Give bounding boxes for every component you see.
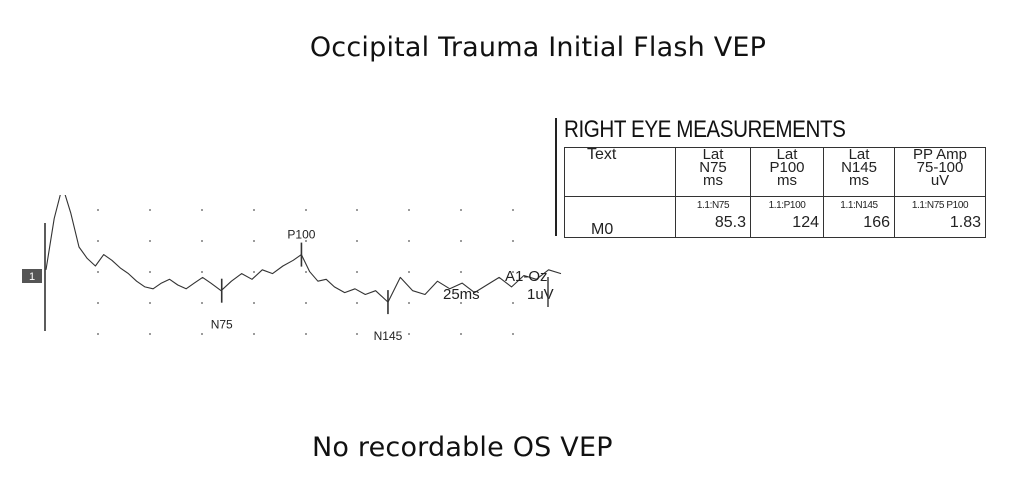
grid-dot	[149, 271, 151, 273]
header-lat-p100: Lat P100 ms	[750, 146, 824, 197]
grid-dot	[97, 302, 99, 304]
grid-dot	[408, 209, 410, 211]
cell-sublabel: 1.1:N145	[840, 200, 878, 211]
header-line: Lat	[776, 146, 798, 163]
grid-dot	[512, 209, 514, 211]
time-scale-label: 25ms	[443, 286, 480, 303]
grid-dot	[408, 271, 410, 273]
header-text: Text	[564, 146, 676, 197]
figure-title: Occipital Trauma Initial Flash VEP	[309, 32, 767, 63]
cell-value: 166	[863, 214, 890, 231]
grid-dot	[460, 209, 462, 211]
header-line: ms	[849, 172, 869, 189]
header-line: PP Amp	[913, 146, 967, 163]
grid-dot	[408, 240, 410, 242]
grid-dot	[253, 271, 255, 273]
vep-waveform	[45, 185, 562, 303]
header-line: Lat	[702, 146, 724, 163]
grid-dot	[201, 271, 203, 273]
cell-sublabel: 1.1:N75	[696, 200, 730, 211]
grid-dot	[356, 240, 358, 242]
grid-dot	[305, 302, 307, 304]
peak-label-n75: N75	[211, 318, 233, 332]
header-pp-amp: PP Amp 75-100 uV	[894, 146, 986, 197]
grid-dot	[512, 271, 514, 273]
header-line: ms	[777, 172, 797, 189]
header-lat-n75: Lat N75 ms	[675, 146, 751, 197]
header-line: ms	[703, 172, 723, 189]
grid-dot	[460, 271, 462, 273]
right-eye-measurements: RIGHT EYE MEASUREMENTS Text Lat N75 ms L…	[555, 116, 990, 238]
cell-pp-amp: 1.1:N75 P100 1.83	[894, 196, 986, 238]
measurement-divider	[555, 118, 557, 236]
grid-dot	[97, 271, 99, 273]
grid-dot	[149, 209, 151, 211]
grid-dot	[201, 302, 203, 304]
grid-dot	[201, 333, 203, 335]
grid-dot	[305, 271, 307, 273]
grid-dot	[305, 240, 307, 242]
grid-dot	[512, 302, 514, 304]
grid-dot	[460, 240, 462, 242]
cell-value: 1.83	[949, 214, 981, 231]
header-line: P100	[769, 159, 805, 176]
grid-dot	[408, 333, 410, 335]
grid-dot	[460, 302, 462, 304]
header-text-label: Text	[587, 146, 617, 163]
cell-p100: 1.1:P100 124	[750, 196, 824, 238]
row-label: M0	[564, 196, 676, 238]
cell-n145: 1.1:N145 166	[823, 196, 895, 238]
grid-dot	[149, 240, 151, 242]
header-line: Lat	[848, 146, 870, 163]
grid-dot	[408, 302, 410, 304]
grid-dot	[97, 333, 99, 335]
electrode-label: A1-Oz	[505, 268, 548, 285]
grid-dot	[356, 302, 358, 304]
grid-dot	[356, 271, 358, 273]
grid-dot	[97, 209, 99, 211]
grid-dot	[305, 209, 307, 211]
grid-dot	[253, 333, 255, 335]
header-row: Text Lat N75 ms Lat P100 ms Lat N145 ms …	[564, 146, 986, 197]
grid-dot	[201, 240, 203, 242]
header-line: N75	[699, 159, 727, 176]
grid-dot	[356, 209, 358, 211]
peak-label-n145: N145	[374, 329, 403, 343]
header-line: 75-100	[916, 159, 964, 176]
grid-dot	[305, 333, 307, 335]
cell-sublabel: 1.1:P100	[768, 200, 806, 211]
peak-label-p100: P100	[287, 228, 315, 242]
channel-number: 1	[29, 271, 35, 283]
measurements-table: Text Lat N75 ms Lat P100 ms Lat N145 ms …	[564, 147, 986, 238]
grid-dot	[253, 209, 255, 211]
grid-dot	[512, 240, 514, 242]
cell-n75: 1.1:N75 85.3	[675, 196, 751, 238]
amplitude-scale-label: 1uV	[527, 286, 554, 303]
grid-dot	[201, 209, 203, 211]
grid-dot	[512, 333, 514, 335]
grid-dot	[460, 333, 462, 335]
grid-dot	[149, 302, 151, 304]
measurements-title: RIGHT EYE MEASUREMENTS	[564, 116, 846, 143]
data-row: M0 1.1:N75 85.3 1.1:P100 124 1.1:N145 16…	[564, 196, 986, 238]
header-lat-n145: Lat N145 ms	[823, 146, 895, 197]
header-line: N145	[841, 159, 877, 176]
channel-box	[22, 269, 42, 283]
header-line: uV	[930, 172, 950, 189]
grid-dot	[356, 333, 358, 335]
grid-dot	[253, 302, 255, 304]
grid-dot	[97, 240, 99, 242]
cell-value: 124	[792, 214, 819, 231]
grid-dot	[149, 333, 151, 335]
footnote: No recordable OS VEP	[312, 432, 613, 463]
cell-value: 85.3	[714, 214, 746, 231]
cell-sublabel: 1.1:N75 P100	[911, 200, 969, 211]
grid-dot	[253, 240, 255, 242]
